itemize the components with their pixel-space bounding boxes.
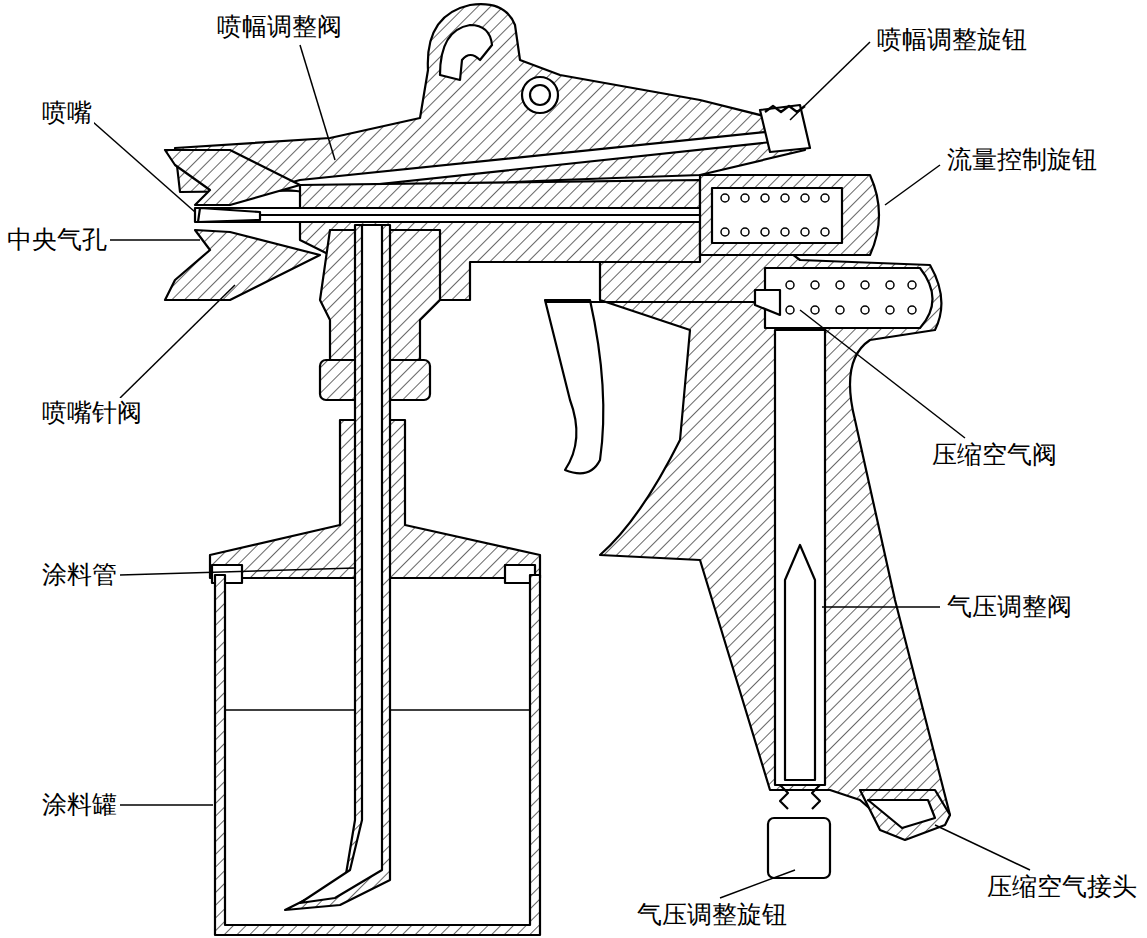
drawing-line <box>545 301 760 303</box>
drawing-line <box>300 45 335 160</box>
drawing-circle <box>908 281 916 289</box>
drawing-line <box>720 870 795 898</box>
drawing-line <box>790 42 870 120</box>
drawing-path <box>755 290 780 315</box>
drawing-path <box>198 208 260 222</box>
drawing-line <box>800 310 965 438</box>
drawing-circle <box>801 228 809 236</box>
drawing-circle <box>721 228 729 236</box>
drawing-circle <box>721 194 729 202</box>
drawing-circle <box>741 228 749 236</box>
drawing-line <box>120 804 213 806</box>
drawing-g <box>721 194 829 236</box>
drawing-path <box>700 175 879 255</box>
drawing-line <box>110 239 200 241</box>
drawing-circle <box>781 194 789 202</box>
drawing-path <box>175 4 805 192</box>
drawing-path <box>765 268 933 328</box>
part-label: 喷幅调整阀 <box>215 12 344 42</box>
drawing-circle <box>786 281 794 289</box>
drawing-circle <box>886 281 894 289</box>
drawing-line <box>120 285 235 398</box>
drawing-circle <box>811 281 819 289</box>
drawing-circle <box>530 85 550 105</box>
drawing-path <box>300 225 382 903</box>
drawing-circle <box>821 228 829 236</box>
drawing-rect <box>775 330 825 785</box>
drawing-circle <box>811 306 819 314</box>
part-label: 喷嘴 <box>40 98 94 128</box>
drawing-line <box>120 568 355 575</box>
drawing-line <box>822 606 940 608</box>
part-label: 涂料罐 <box>40 790 119 820</box>
drawing-circle <box>861 281 869 289</box>
part-label: 流量控制旋钮 <box>945 145 1099 175</box>
drawing-path <box>785 545 815 780</box>
drawing-circle <box>836 306 844 314</box>
drawing-circle <box>761 228 769 236</box>
drawing-circle <box>761 194 769 202</box>
drawing-circle <box>861 306 869 314</box>
drawing-rect <box>768 818 830 878</box>
part-label: 中央气孔 <box>5 225 109 255</box>
part-label: 气压调整阀 <box>945 592 1074 622</box>
part-label: 喷幅调整旋钮 <box>875 25 1029 55</box>
part-label: 喷嘴针阀 <box>40 398 144 428</box>
leader-lines <box>93 42 1030 898</box>
drawing-line <box>935 825 1030 870</box>
drawing-circle <box>786 306 794 314</box>
gun-body <box>165 4 950 935</box>
drawing-line <box>885 165 940 205</box>
drawing-circle <box>908 306 916 314</box>
drawing-g <box>786 281 916 314</box>
drawing-path <box>165 150 300 205</box>
drawing-circle <box>781 228 789 236</box>
drawing-circle <box>836 281 844 289</box>
drawing-path <box>780 785 820 809</box>
drawing-circle <box>522 77 558 113</box>
drawing-path <box>545 300 603 473</box>
drawing-circle <box>741 194 749 202</box>
drawing-circle <box>801 194 809 202</box>
drawing-path <box>600 200 950 835</box>
drawing-path <box>440 25 492 80</box>
part-label: 压缩空气接头 <box>985 872 1139 902</box>
part-label: 压缩空气阀 <box>930 440 1059 470</box>
drawing-rect <box>712 188 842 243</box>
drawing-circle <box>821 194 829 202</box>
drawing-path <box>285 225 390 910</box>
part-label: 气压调整旋钮 <box>635 900 789 930</box>
drawing-line <box>93 122 195 212</box>
drawing-path <box>760 105 810 152</box>
drawing-path <box>860 790 950 840</box>
drawing-path <box>868 800 935 828</box>
part-label: 涂料管 <box>40 560 119 590</box>
drawing-circle <box>886 306 894 314</box>
